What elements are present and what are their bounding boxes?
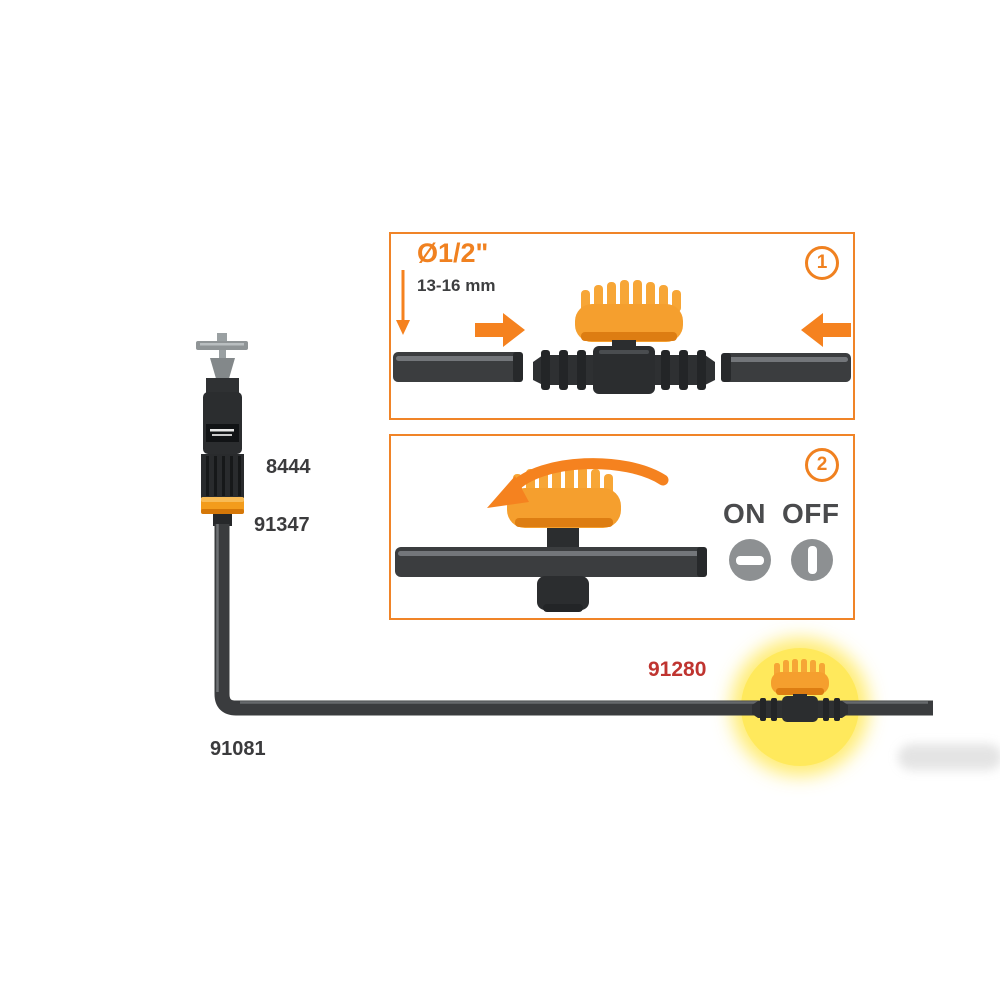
valve-on-indicator [729,539,771,581]
insert-arrow-left [475,313,525,347]
inline-valve [533,280,715,394]
on-off-labels: ON OFF [723,498,840,530]
right-tube [721,353,851,382]
diameter-arrow [396,270,410,335]
valve-cap [507,464,621,528]
diameter-label: Ø1/2" [417,238,489,268]
step2-panel: ON OFF 2 [389,434,855,620]
part-number-valve: 91280 [648,658,707,681]
off-label: OFF [782,498,840,529]
part-number-coupling: 91347 [254,514,310,536]
print-smudge [898,744,1000,770]
size-range-label: 13-16 mm [417,276,496,295]
handle-vertical-icon [807,546,817,574]
on-label: ON [723,498,766,529]
left-tube [393,352,523,382]
valve-off-indicator [791,539,833,581]
part-number-sprinkler: 8444 [266,456,311,478]
handle-horizontal-icon [736,555,764,565]
part-number-tube: 91081 [210,738,266,760]
micro-sprinkler [196,333,248,526]
step1-number-badge: 1 [805,246,839,280]
step1-illustration [393,270,851,394]
tube [395,547,707,577]
inline-valve-installed [752,659,848,722]
step2-illustration [395,458,707,612]
step1-panel: Ø1/2" 13-16 mm 1 [389,232,855,420]
step2-number-badge: 2 [805,448,839,482]
rotate-arrow [487,458,669,508]
coupling-collar [201,454,244,526]
valve-body [537,576,589,612]
insert-arrow-right [801,313,851,347]
